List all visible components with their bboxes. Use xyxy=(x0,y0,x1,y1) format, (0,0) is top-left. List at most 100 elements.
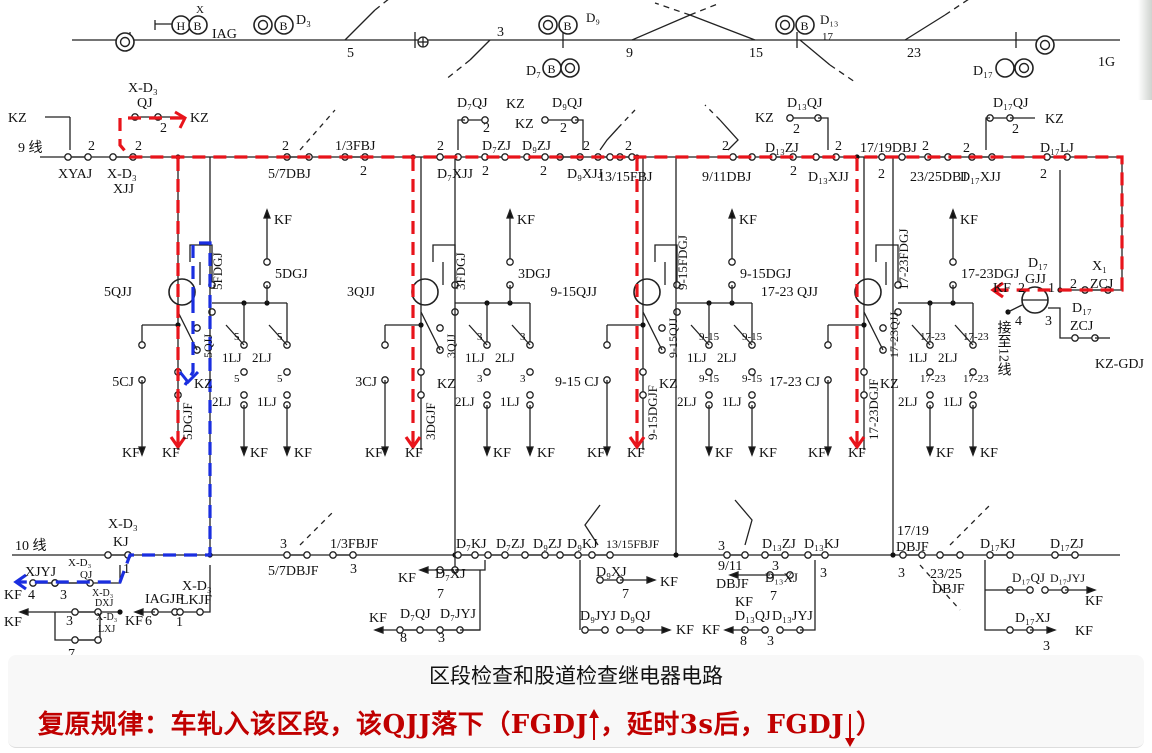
contact-node xyxy=(541,116,549,124)
label-d13qj: D₁₃QJ xyxy=(787,96,823,111)
arrow-down-icon xyxy=(748,446,756,457)
arrow-left-icon xyxy=(723,626,734,634)
label-fdgj: 9-15FDGJ xyxy=(675,235,690,290)
label-d17jyj: D₁₇JYJ xyxy=(1050,571,1085,585)
label-n2i: 2 xyxy=(583,139,590,154)
label-kzgdj: KZ-GDJ xyxy=(1095,357,1145,372)
label-d13zj: D₁₃ZJ xyxy=(762,537,796,552)
signal-lamp-icon xyxy=(1039,39,1051,51)
label-kf: KF xyxy=(960,213,978,228)
switch-23-dash xyxy=(944,0,969,16)
rule-part1: 复原规律：车轧入该区段，该QJJ落下（FGDJ xyxy=(38,710,589,740)
label-kf2: KF xyxy=(4,615,22,630)
label-kf: KF xyxy=(936,446,954,461)
label-n2s: 2 xyxy=(963,141,970,156)
label-kf: KF xyxy=(848,446,866,461)
label-n3f: 3 xyxy=(718,539,725,554)
label-d13xjj: D₁₃XJJ xyxy=(808,170,849,185)
contact-node xyxy=(64,153,72,161)
contact-node xyxy=(603,341,611,349)
arrow-down-icon xyxy=(603,446,611,457)
wire xyxy=(875,244,899,285)
label-sw9: 9 xyxy=(626,46,633,61)
label-n4: 4 xyxy=(1015,314,1022,329)
label-kf: KF xyxy=(274,213,292,228)
label-n2t: 2 xyxy=(1012,122,1019,137)
label-d17qj: D₁₇QJ xyxy=(993,96,1029,111)
contact-node xyxy=(94,636,102,644)
label-x1: X₁ xyxy=(1092,259,1107,274)
junction-dot xyxy=(640,322,646,328)
label-kz4: KZ xyxy=(515,117,534,132)
wire xyxy=(642,311,663,351)
label-n2j: 2 xyxy=(625,139,632,154)
label-n2k: 2 xyxy=(483,121,490,136)
path-arrowhead-icon xyxy=(404,436,422,450)
label-n3: 3 xyxy=(60,588,67,603)
wire xyxy=(468,324,488,346)
contact-node xyxy=(506,258,514,266)
label-kf10: KF xyxy=(1085,594,1103,609)
switch-9 xyxy=(631,14,691,41)
arrow-up-icon xyxy=(506,208,514,219)
label-kf8: KF xyxy=(735,595,753,610)
label-xjj: XJJ xyxy=(113,182,135,197)
wire xyxy=(599,127,619,151)
label-d9zj: D₉ZJ xyxy=(533,537,563,552)
contact-node xyxy=(481,116,489,124)
contact-node xyxy=(705,368,713,376)
label-n2m: 2 xyxy=(722,139,729,154)
label-x: X xyxy=(196,4,204,16)
label-dbj911: 9/11DBJ xyxy=(702,170,752,185)
contact-node xyxy=(329,551,337,559)
contact-node xyxy=(71,636,79,644)
label-dbjf1719a: 17/19 xyxy=(897,524,929,539)
kz-marker-icon xyxy=(178,370,200,385)
contact-node xyxy=(804,551,812,559)
contact-node xyxy=(936,551,944,559)
contact-node xyxy=(705,391,713,399)
label-d13kj: D₁₃KJ xyxy=(804,537,840,552)
highlighted-paths xyxy=(13,110,1124,591)
label-lxj: LXJ xyxy=(98,624,115,635)
contact-node xyxy=(786,571,794,579)
label-d9xj: D₉XJ xyxy=(596,565,627,580)
contact-node xyxy=(396,626,404,634)
label-qjj_v: 17-23QJJ xyxy=(887,312,901,358)
label-n: 5 xyxy=(234,331,240,343)
wire xyxy=(420,311,441,351)
wire xyxy=(189,244,213,285)
label-dgj: 5DGJ xyxy=(275,267,308,282)
label-d7zj: D₇ZJ xyxy=(482,139,512,154)
contact-node xyxy=(436,153,444,161)
signal-icon xyxy=(1014,58,1034,78)
contact-node xyxy=(556,551,564,559)
dash xyxy=(919,564,961,611)
label-n: 9-15 xyxy=(699,373,720,385)
wire xyxy=(954,324,974,346)
contact-node xyxy=(926,391,934,399)
contact-node xyxy=(658,324,666,332)
path-arrowhead-icon xyxy=(13,573,27,591)
arrow-down-icon xyxy=(705,446,713,457)
contact-node xyxy=(761,551,769,559)
contact-node xyxy=(1071,334,1079,342)
label-g1: 1G xyxy=(1098,55,1115,70)
wire xyxy=(432,244,456,285)
label-dbj2325: 23/25DBJ xyxy=(910,170,967,185)
label-xd3qj: X-D₃ xyxy=(68,557,92,569)
label-n: 3 xyxy=(520,373,526,385)
label-kj: KJ xyxy=(113,535,129,550)
label-dgjf: 9-15DGJF xyxy=(645,385,660,440)
label-kf: KF xyxy=(715,446,733,461)
label-lj2: 2LJ xyxy=(938,350,958,365)
contact-node xyxy=(786,114,794,122)
label-d9qj: D₉QJ xyxy=(620,609,651,624)
label-xjyj: XJYJ xyxy=(25,565,57,580)
contact-node xyxy=(741,551,749,559)
label-qj: QJ xyxy=(80,569,93,581)
label-kz: KZ xyxy=(194,377,213,392)
contact-node xyxy=(349,551,357,559)
contact-node xyxy=(1051,551,1059,559)
arrow-right-icon xyxy=(1086,586,1097,594)
